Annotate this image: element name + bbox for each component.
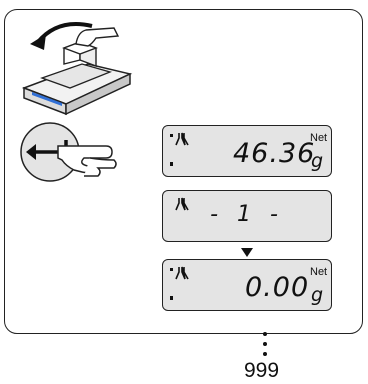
enter-key-icon[interactable] [18,120,146,184]
flask-icon [175,266,189,280]
net-label: Net [310,266,328,278]
weight-unit: g [311,284,324,306]
capacity-bar [170,268,173,300]
weight-value: 46.36 [233,138,316,169]
repeat-count: 999 [244,359,280,382]
finger-press-icon [57,145,117,177]
sequence-display: - 1 - [162,190,332,242]
flask-icon [175,197,189,211]
continuation-dot [263,342,267,346]
weight-display-zero: 0.00 g Net [162,259,332,311]
weight-value: 0.00 [245,272,310,303]
arrow-down-icon [241,248,253,257]
balance-with-box-icon [21,22,133,116]
continuation-dot [263,352,267,356]
flask-icon [175,132,189,146]
continuation-dot [263,332,267,336]
capacity-bar [170,134,173,166]
sequence-number: - 1 - [210,202,284,227]
weight-unit: g [311,150,324,172]
weight-display-net: 46.36 g Net [162,125,332,177]
net-label: Net [310,132,328,144]
